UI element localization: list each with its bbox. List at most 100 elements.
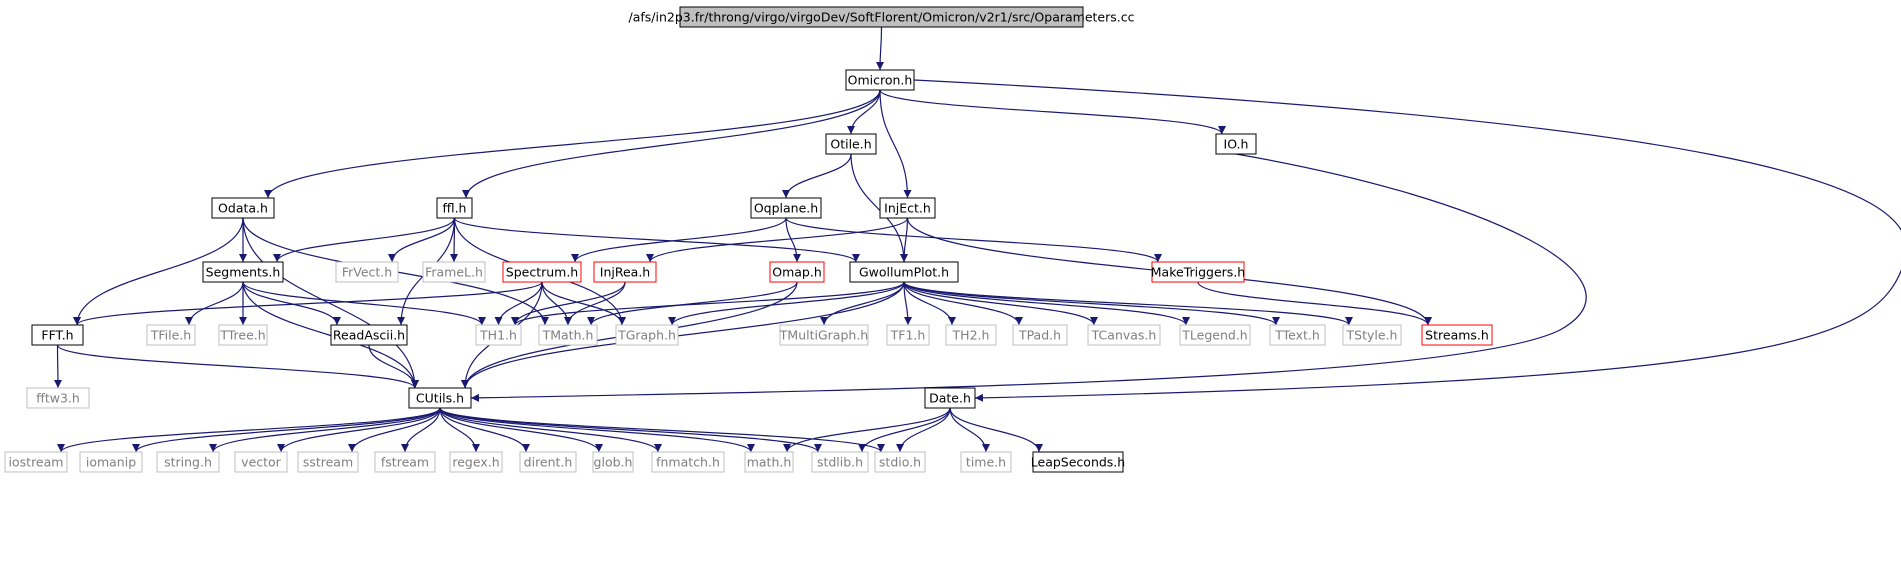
node-box-tstyle[interactable]: [1342, 324, 1402, 346]
node-root[interactable]: /afs/in2p3.fr/throng/virgo/virgoDev/Soft…: [629, 6, 1135, 28]
node-box-framel[interactable]: [422, 261, 486, 283]
node-box-tmultigraph[interactable]: [779, 324, 869, 346]
node-spectrum[interactable]: Spectrum.h: [502, 261, 582, 283]
node-tmath[interactable]: TMath.h: [538, 324, 598, 346]
node-box-vector[interactable]: [234, 451, 288, 473]
node-regex[interactable]: regex.h: [449, 451, 503, 473]
node-box-leapseconds[interactable]: [1032, 451, 1124, 473]
node-box-frvect[interactable]: [335, 261, 399, 283]
node-iostream[interactable]: iostream: [4, 451, 68, 473]
node-box-th1[interactable]: [475, 324, 522, 346]
node-fnmatch[interactable]: fnmatch.h: [651, 451, 725, 473]
node-odata[interactable]: Odata.h: [211, 197, 275, 219]
node-box-sstream[interactable]: [297, 451, 359, 473]
node-box-streams[interactable]: [1421, 324, 1493, 346]
node-tstyle[interactable]: TStyle.h: [1342, 324, 1402, 346]
node-tf1[interactable]: TF1.h: [886, 324, 930, 346]
node-box-stringh[interactable]: [156, 451, 220, 473]
node-box-tgraph[interactable]: [615, 324, 679, 346]
node-box-tpad[interactable]: [1012, 324, 1068, 346]
node-iomanip[interactable]: iomanip: [79, 451, 143, 473]
node-fft[interactable]: FFT.h: [31, 324, 84, 346]
node-maketrig[interactable]: MakeTriggers.h: [1151, 261, 1245, 283]
node-box-maketrig[interactable]: [1151, 261, 1245, 283]
node-box-io[interactable]: [1215, 133, 1257, 155]
node-tpad[interactable]: TPad.h: [1012, 324, 1068, 346]
node-cutils[interactable]: CUtils.h: [408, 387, 472, 409]
node-otile[interactable]: Otile.h: [825, 133, 877, 155]
node-framel[interactable]: FrameL.h: [422, 261, 486, 283]
node-box-fftw3[interactable]: [26, 387, 90, 409]
node-date[interactable]: Date.h: [924, 387, 976, 409]
node-box-gwollum[interactable]: [849, 261, 959, 283]
node-box-tcanvas[interactable]: [1087, 324, 1161, 346]
node-box-ffl[interactable]: [436, 197, 473, 219]
node-fftw3[interactable]: fftw3.h: [26, 387, 90, 409]
node-box-spectrum[interactable]: [502, 261, 582, 283]
node-oqplane[interactable]: Oqplane.h: [750, 197, 822, 219]
node-box-ttree[interactable]: [218, 324, 268, 346]
node-box-ttext[interactable]: [1269, 324, 1326, 346]
node-tfile[interactable]: TFile.h: [146, 324, 196, 346]
node-box-omicron[interactable]: [845, 69, 915, 91]
node-io[interactable]: IO.h: [1215, 133, 1257, 155]
node-box-segments[interactable]: [202, 261, 284, 283]
node-box-timeh[interactable]: [960, 451, 1012, 473]
node-box-odata[interactable]: [211, 197, 275, 219]
node-box-dirent[interactable]: [519, 451, 577, 473]
node-box-stdio[interactable]: [874, 451, 926, 473]
node-tmultigraph[interactable]: TMultiGraph.h: [779, 324, 869, 346]
node-box-th2[interactable]: [945, 324, 997, 346]
node-mathh[interactable]: math.h: [744, 451, 794, 473]
node-injrea[interactable]: InjRea.h: [593, 261, 657, 283]
node-ttree[interactable]: TTree.h: [218, 324, 268, 346]
node-fstream[interactable]: fstream: [374, 451, 436, 473]
node-dirent[interactable]: dirent.h: [519, 451, 577, 473]
node-box-tmath[interactable]: [538, 324, 598, 346]
node-omap[interactable]: Omap.h: [769, 261, 825, 283]
node-ffl[interactable]: ffl.h: [436, 197, 473, 219]
node-box-root[interactable]: [679, 6, 1084, 28]
node-box-cutils[interactable]: [408, 387, 472, 409]
node-stdio[interactable]: stdio.h: [874, 451, 926, 473]
node-box-otile[interactable]: [825, 133, 877, 155]
node-box-date[interactable]: [924, 387, 976, 409]
node-readascii[interactable]: ReadAscii.h: [330, 324, 408, 346]
node-box-stdlib[interactable]: [811, 451, 869, 473]
node-sstream[interactable]: sstream: [297, 451, 359, 473]
node-box-oqplane[interactable]: [750, 197, 822, 219]
node-leapseconds[interactable]: LeapSeconds.h: [1031, 451, 1125, 473]
node-box-glob[interactable]: [592, 451, 634, 473]
node-vector[interactable]: vector: [234, 451, 288, 473]
node-omicron[interactable]: Omicron.h: [845, 69, 915, 91]
node-box-fft[interactable]: [31, 324, 84, 346]
node-th1[interactable]: TH1.h: [475, 324, 522, 346]
node-box-iomanip[interactable]: [79, 451, 143, 473]
node-stdlib[interactable]: stdlib.h: [811, 451, 869, 473]
node-stringh[interactable]: string.h: [156, 451, 220, 473]
node-tcanvas[interactable]: TCanvas.h: [1087, 324, 1161, 346]
node-streams[interactable]: Streams.h: [1421, 324, 1493, 346]
node-timeh[interactable]: time.h: [960, 451, 1012, 473]
node-frvect[interactable]: FrVect.h: [335, 261, 399, 283]
node-box-readascii[interactable]: [330, 324, 408, 346]
node-box-tlegend[interactable]: [1179, 324, 1251, 346]
node-tgraph[interactable]: TGraph.h: [615, 324, 679, 346]
node-tlegend[interactable]: TLegend.h: [1179, 324, 1251, 346]
node-box-omap[interactable]: [769, 261, 825, 283]
node-box-mathh[interactable]: [744, 451, 794, 473]
node-box-injrea[interactable]: [593, 261, 657, 283]
node-ttext[interactable]: TText.h: [1269, 324, 1326, 346]
node-box-fnmatch[interactable]: [651, 451, 725, 473]
node-th2[interactable]: TH2.h: [945, 324, 997, 346]
node-box-regex[interactable]: [449, 451, 503, 473]
node-glob[interactable]: glob.h: [592, 451, 634, 473]
node-box-inject[interactable]: [879, 197, 936, 219]
node-segments[interactable]: Segments.h: [202, 261, 284, 283]
node-inject[interactable]: InjEct.h: [879, 197, 936, 219]
node-gwollum[interactable]: GwollumPlot.h: [849, 261, 959, 283]
node-box-iostream[interactable]: [4, 451, 68, 473]
node-box-tfile[interactable]: [146, 324, 196, 346]
node-box-tf1[interactable]: [886, 324, 930, 346]
node-box-fstream[interactable]: [374, 451, 436, 473]
